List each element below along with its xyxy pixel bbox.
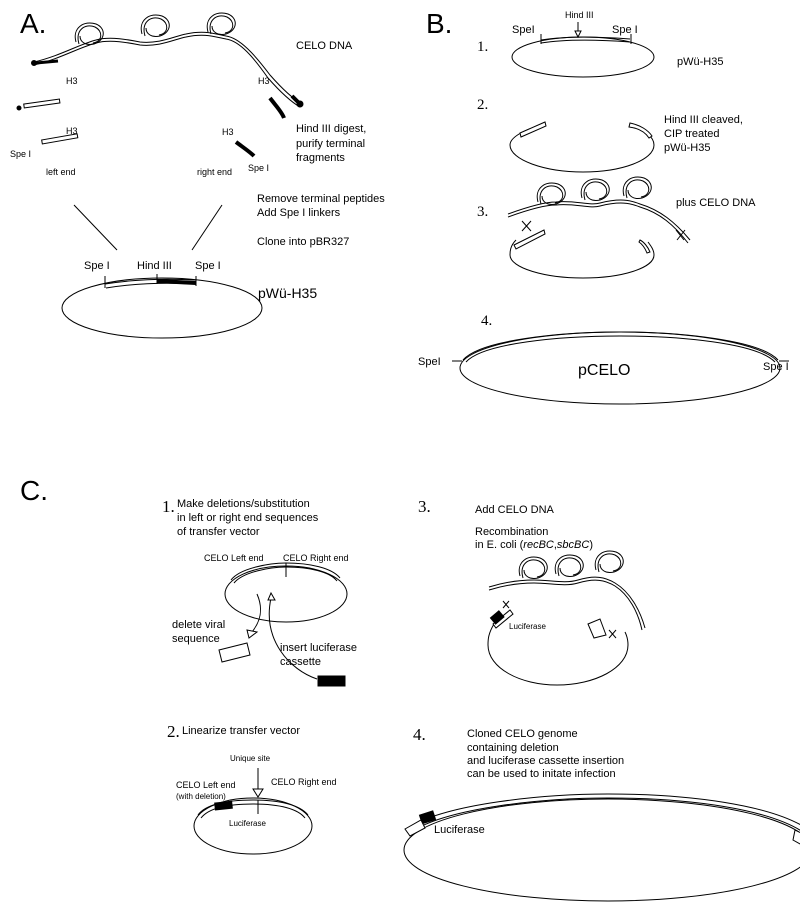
c-step1-line-1: Make deletions/substitution bbox=[177, 498, 310, 510]
funnel-line-right bbox=[191, 204, 223, 251]
c-linearize-label: Linearize transfer vector bbox=[182, 725, 300, 737]
b-plus-celo-label: plus CELO DNA bbox=[676, 197, 756, 209]
celo-dna-label: CELO DNA bbox=[296, 40, 353, 52]
b-spe-left-label: SpeI bbox=[512, 24, 535, 36]
c-luc3-label: Luciferase bbox=[509, 622, 546, 631]
right-end-label: right end bbox=[197, 167, 232, 177]
left-end-label: left end bbox=[46, 167, 76, 177]
c-luc4-label: Luciferase bbox=[434, 824, 485, 836]
hind-digest-line-3: fragments bbox=[296, 152, 345, 164]
clone-into-label: Clone into pBR327 bbox=[257, 236, 349, 248]
b-step-4-number: 4. bbox=[481, 313, 492, 329]
a-plasmid-label: pWü-H35 bbox=[258, 285, 317, 301]
a-spe-left-label: Spe I bbox=[84, 260, 110, 272]
b-step2-open-plasmid bbox=[509, 121, 655, 173]
panel-b-letter: B. bbox=[426, 8, 452, 39]
c-add-celo-label: Add CELO DNA bbox=[475, 504, 555, 516]
panel-a-letter: A. bbox=[20, 8, 46, 39]
h3-right-frag-label: H3 bbox=[222, 127, 234, 137]
b-step3-recombination bbox=[507, 176, 691, 279]
c-recomb-line-2: in E. coli (recBC,sbcBC) bbox=[475, 539, 593, 551]
b-step1-plasmid bbox=[511, 22, 655, 78]
c-transfer-vector bbox=[224, 562, 348, 680]
pwu-h35-plasmid-a bbox=[61, 274, 263, 339]
b-plasmid1-label: pWü-H35 bbox=[677, 56, 723, 68]
c-celo-left-label: CELO Left end bbox=[204, 553, 264, 563]
c-step1-line-3: of transfer vector bbox=[177, 526, 260, 538]
hind-digest-line-1: Hind III digest, bbox=[296, 123, 366, 135]
hind-digest-line-2: purify terminal bbox=[296, 138, 365, 150]
c-step-3-number: 3. bbox=[418, 497, 431, 516]
c-celo-left2-line-1: CELO Left end bbox=[176, 780, 236, 790]
b-step-2-number: 2. bbox=[477, 97, 488, 113]
b-spe-left4-label: SpeI bbox=[418, 356, 441, 368]
left-end-linker-fragment bbox=[41, 133, 79, 145]
c-luciferase-cassette bbox=[317, 675, 346, 687]
c-insert-line-1: insert luciferase bbox=[280, 642, 357, 654]
a-hind-label: Hind III bbox=[137, 260, 172, 272]
c-recombination-plasmid bbox=[487, 550, 646, 686]
c-cloned-line-2: containing deletion bbox=[467, 742, 559, 754]
c-step-1-number: 1. bbox=[162, 497, 175, 516]
spe-left-frag-label: Spe I bbox=[10, 149, 31, 159]
panel-c: C. 1. Make deletions/substitution in lef… bbox=[20, 475, 800, 902]
panel-c-letter: C. bbox=[20, 475, 48, 506]
c-delete-line-1: delete viral bbox=[172, 619, 225, 631]
h3-right-label: H3 bbox=[258, 76, 270, 86]
c-celo-right2-label: CELO Right end bbox=[271, 777, 337, 787]
c-linearized-vector bbox=[193, 768, 313, 855]
spe-right-frag-label: Spe I bbox=[248, 163, 269, 173]
a-spe-right-label: Spe I bbox=[195, 260, 221, 272]
remove-peptides-line-1: Remove terminal peptides bbox=[257, 193, 385, 205]
b-cleaved-line-1: Hind III cleaved, bbox=[664, 114, 743, 126]
b-cleaved-line-2: CIP treated bbox=[664, 128, 719, 140]
left-terminal-fragment bbox=[16, 98, 61, 111]
h3-left-frag-label: H3 bbox=[66, 126, 78, 136]
c-cloned-line-3: and luciferase cassette insertion bbox=[467, 755, 624, 767]
c-unique-site-label: Unique site bbox=[230, 754, 271, 763]
c-celo-right-label: CELO Right end bbox=[283, 553, 349, 563]
c-insert-line-2: cassette bbox=[280, 656, 321, 668]
h3-left-label: H3 bbox=[66, 76, 78, 86]
remove-peptides-line-2: Add Spe I linkers bbox=[257, 207, 341, 219]
funnel-line-left bbox=[73, 204, 118, 251]
b-spe-right-label: Spe I bbox=[612, 24, 638, 36]
b-spe-right4-label: Spe I bbox=[763, 361, 789, 373]
c-step1-line-2: in left or right end sequences bbox=[177, 512, 319, 524]
c-deleted-fragment bbox=[218, 642, 251, 663]
pcelo-label: pCELO bbox=[578, 362, 630, 379]
c-recomb-line-1: Recombination bbox=[475, 526, 548, 538]
b-step-1-number: 1. bbox=[477, 39, 488, 55]
right-terminal-fragment bbox=[268, 96, 286, 119]
panel-b: B. 1. Hind III SpeI Spe I pWü-H35 2. Hin… bbox=[418, 8, 789, 405]
b-hind-label: Hind III bbox=[565, 10, 594, 20]
c-luc2-label: Luciferase bbox=[229, 819, 266, 828]
c-cloned-line-4: can be used to initate infection bbox=[467, 768, 616, 780]
c-celo-left2-line-2: (with deletion) bbox=[176, 792, 226, 801]
celo-dna-strand bbox=[31, 12, 304, 108]
c-delete-line-2: sequence bbox=[172, 633, 220, 645]
c-step-2-number: 2. bbox=[167, 722, 180, 741]
right-end-linker-fragment bbox=[234, 140, 256, 158]
c-step-4-number: 4. bbox=[413, 725, 426, 744]
b-step-3-number: 3. bbox=[477, 204, 488, 220]
panel-a: A. CELO DNA H3 H3 H3 Spe I bbox=[10, 8, 385, 339]
c-cloned-line-1: Cloned CELO genome bbox=[467, 728, 578, 740]
c-cloned-genome-plasmid bbox=[403, 793, 800, 902]
b-pcelo-plasmid bbox=[452, 331, 789, 405]
b-cleaved-line-3: pWü-H35 bbox=[664, 142, 710, 154]
